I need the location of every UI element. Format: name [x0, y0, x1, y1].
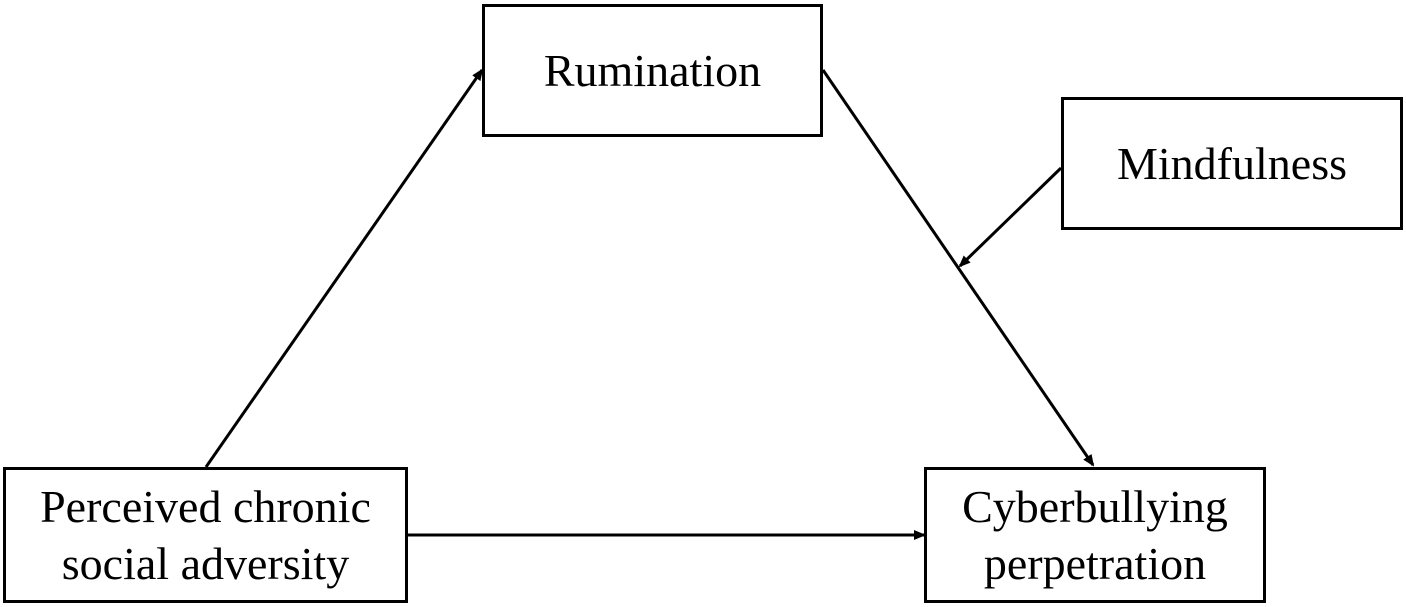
node-cyberbullying-perpetration: Cyberbullying perpetration: [924, 467, 1266, 603]
node-rumination-label: Rumination: [543, 44, 762, 96]
node-mindfulness-label: Mindfulness: [1117, 137, 1347, 189]
node-perceived-chronic-social-adversity: Perceived chronic social adversity: [3, 467, 408, 603]
arrow-mindfulness-moderation: [958, 166, 1063, 268]
node-rumination: Rumination: [482, 4, 823, 137]
node-adversity-label-line-1: Perceived chronic: [40, 480, 371, 532]
arrow-adversity-to-rumination: [204, 68, 484, 468]
node-adversity-label-line-2: social adversity: [61, 538, 350, 589]
arrow-rumination-to-cyberbullying: [821, 69, 1095, 467]
node-cyberbullying-label-line-1: Cyberbullying: [962, 480, 1228, 532]
node-cyberbullying-label-line-2: perpetration: [983, 538, 1207, 589]
node-mindfulness: Mindfulness: [1061, 97, 1403, 230]
